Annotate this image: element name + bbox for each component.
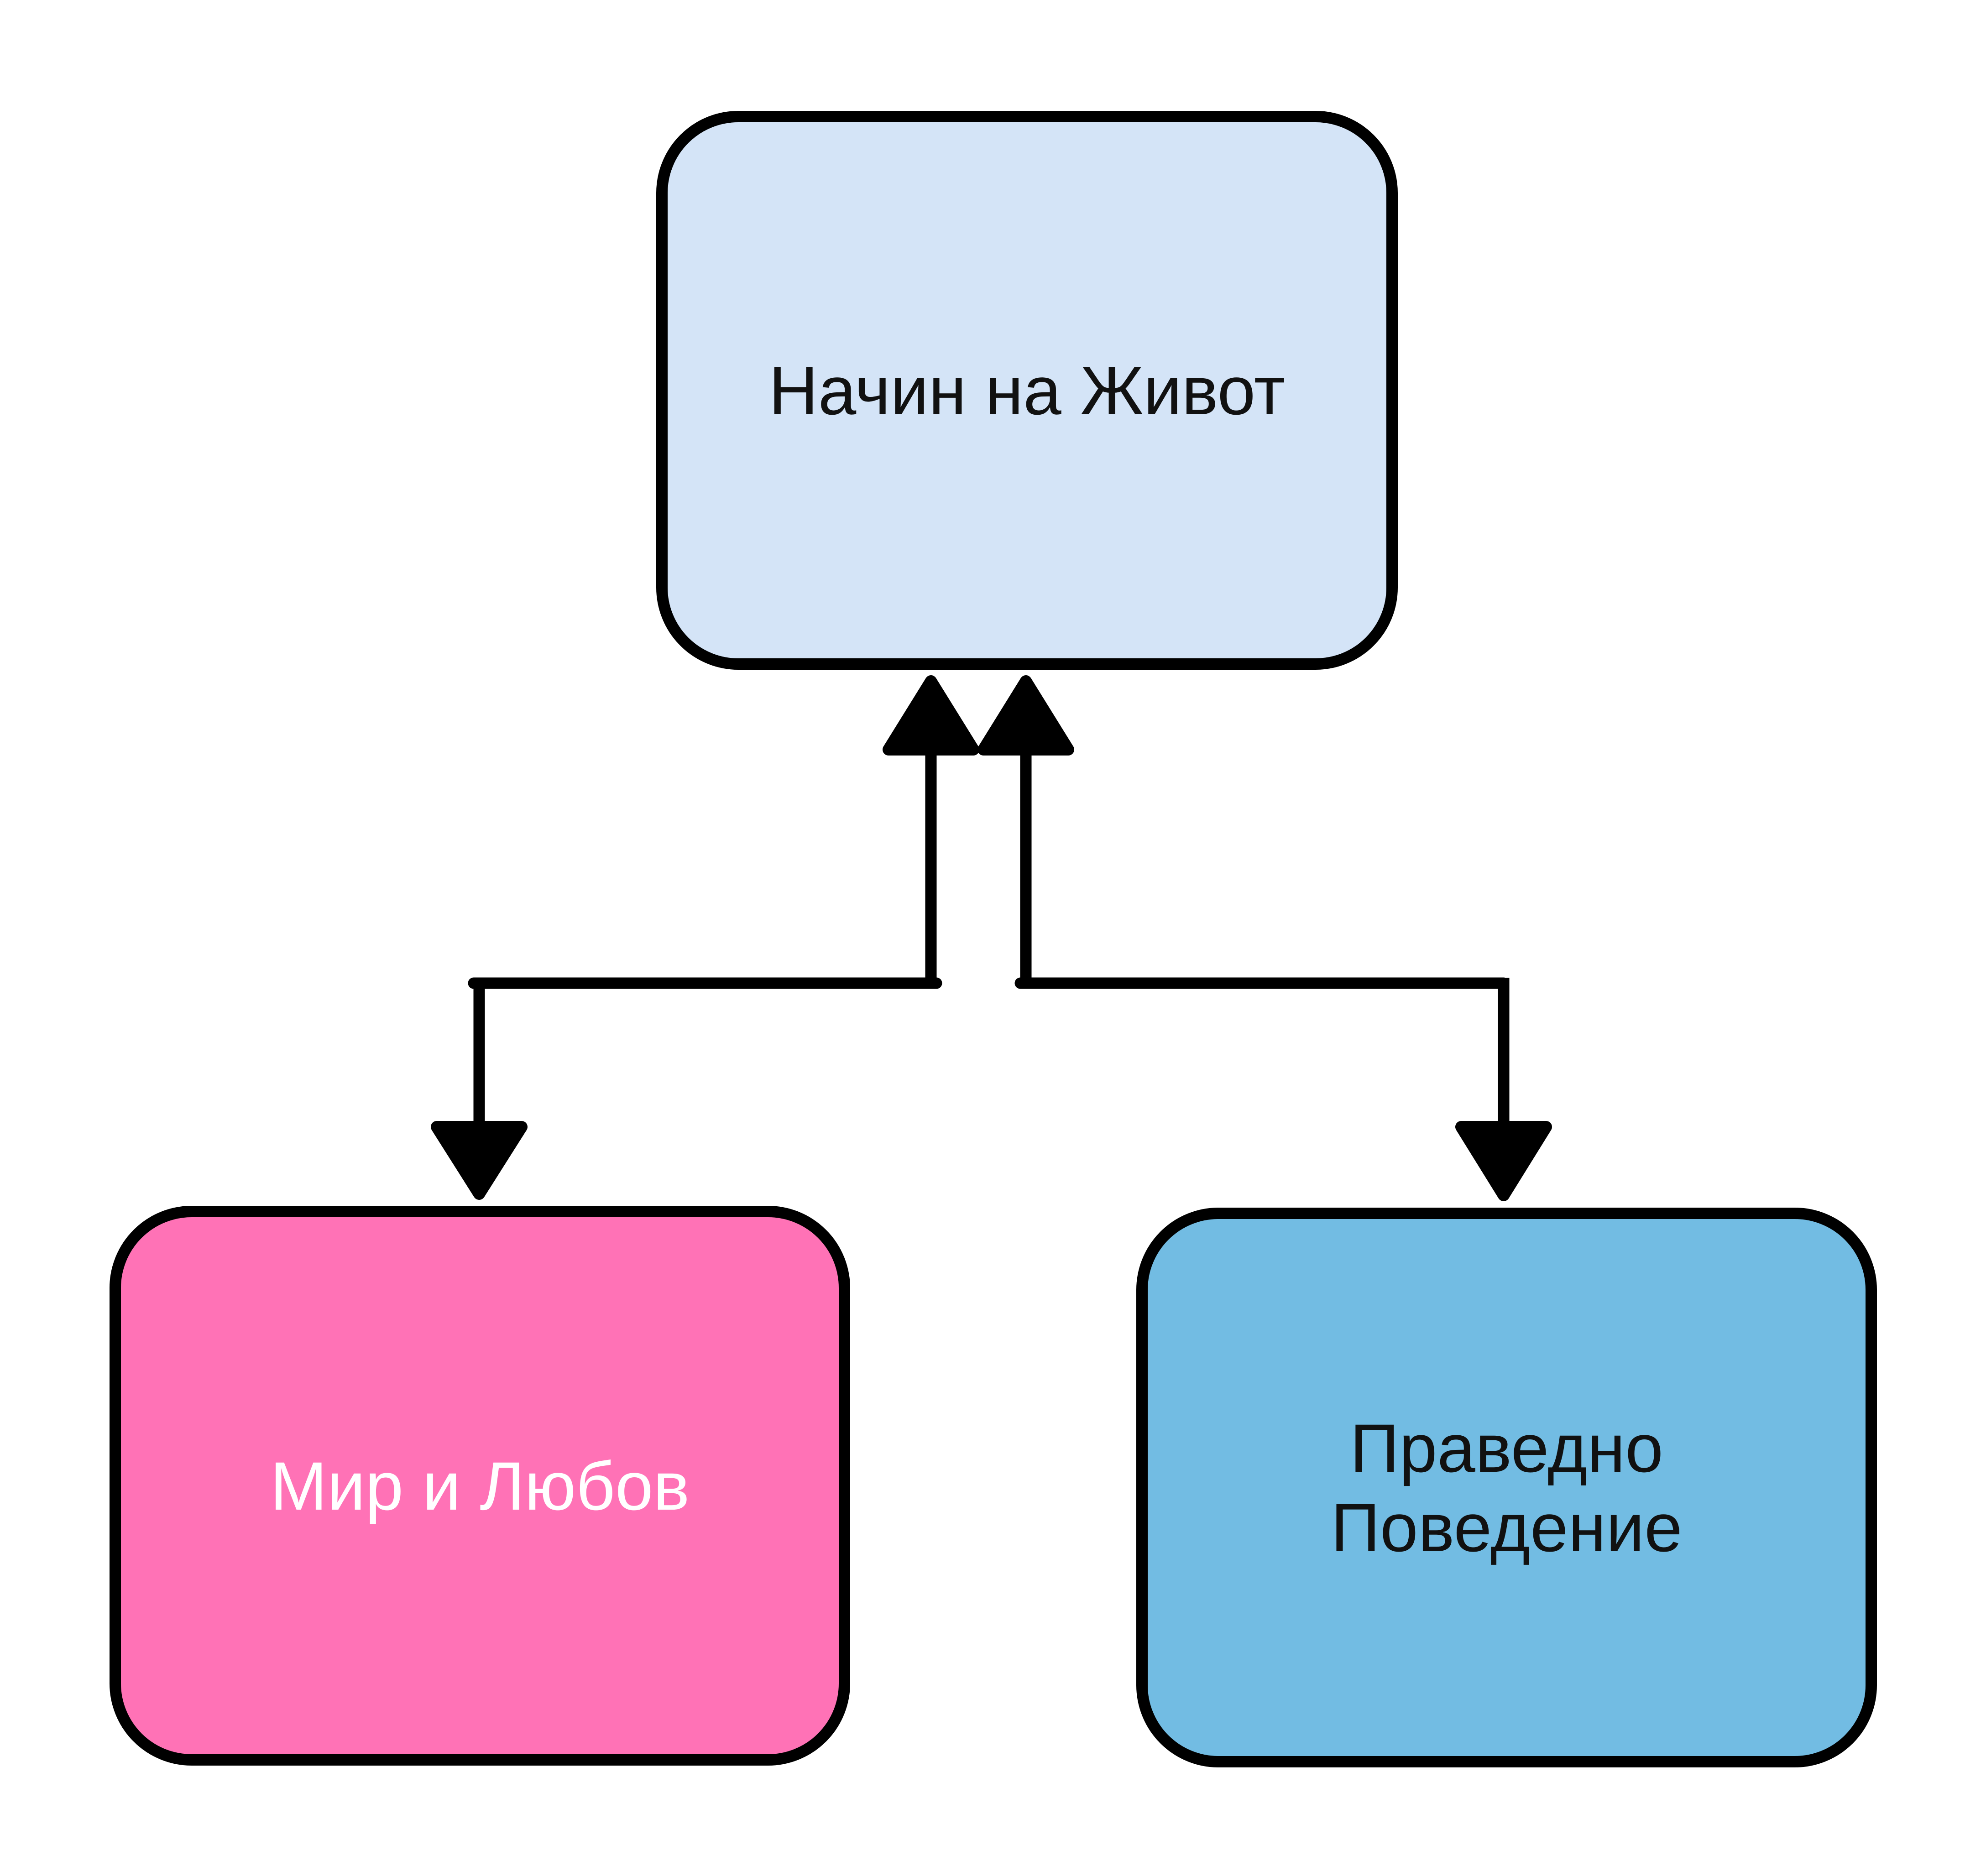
edge-root-peace [431, 675, 979, 1200]
node-label-peace: Мир и Любов [270, 1447, 690, 1524]
edge-root-peace-arrowhead-down [431, 1121, 528, 1200]
edge-root-peace-arrowhead-up [883, 675, 979, 756]
node-pravedno-povedenie[interactable]: Праведно Поведение [1136, 1208, 1877, 1767]
node-nachin-na-zhivot[interactable]: Начин на Живот [656, 111, 1398, 670]
node-mir-i-lyubov[interactable]: Мир и Любов [110, 1206, 850, 1766]
node-label-root: Начин на Живот [768, 352, 1286, 429]
node-label-conduct: Праведно Поведение [1331, 1409, 1683, 1566]
edge-root-conduct [977, 675, 1552, 1201]
edge-root-conduct-arrowhead-down [1455, 1121, 1552, 1201]
edge-root-conduct-arrowhead-up [977, 675, 1074, 756]
